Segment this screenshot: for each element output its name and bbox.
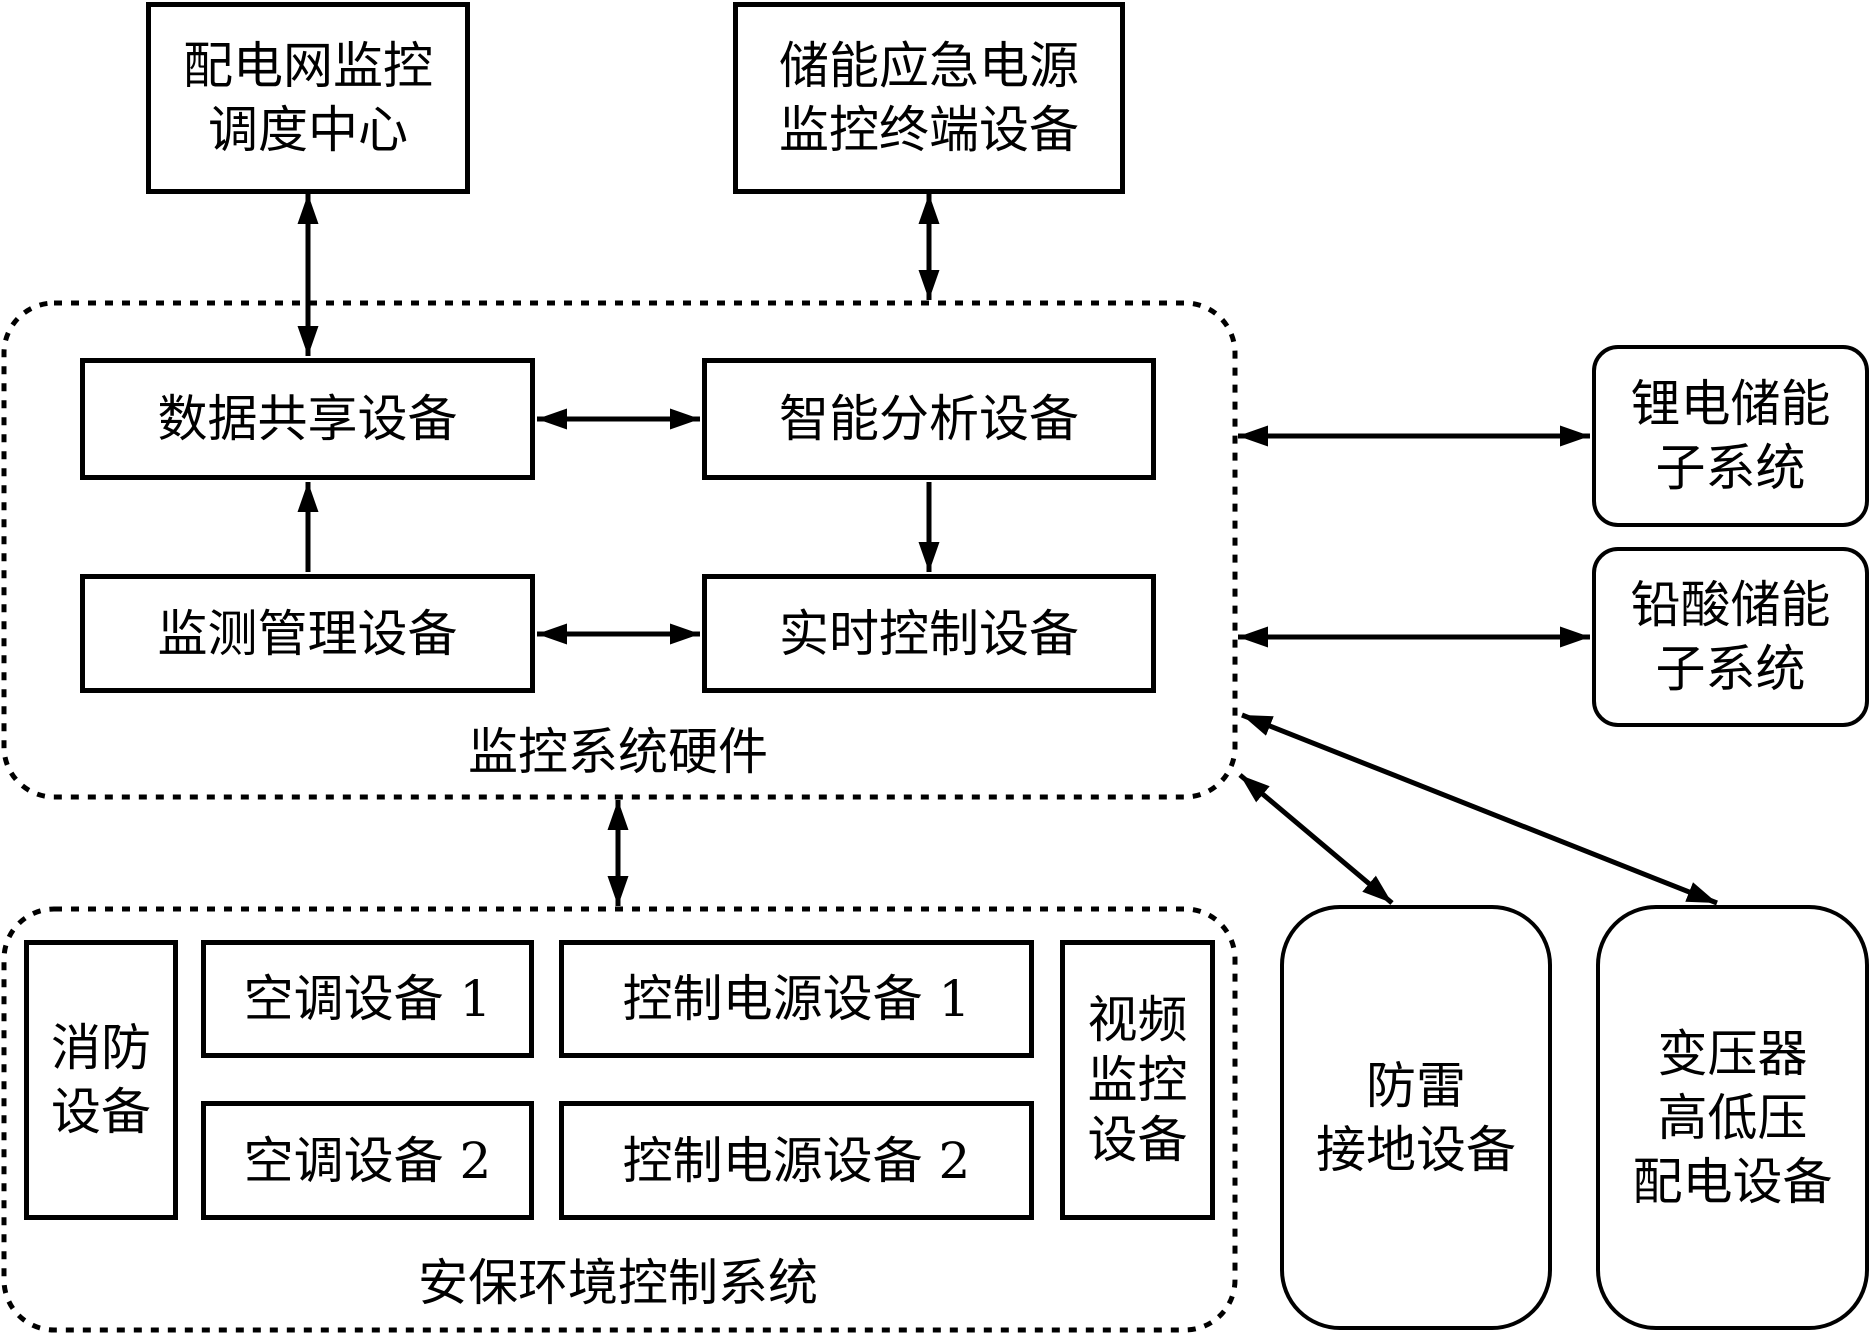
fire-device-box: 消防 设备	[24, 940, 178, 1220]
ac-device-1-label: 空调设备 1	[243, 970, 492, 1028]
fire-line-2: 设备	[51, 1083, 151, 1141]
lightning-line-1: 防雷	[1366, 1056, 1466, 1115]
leadacid-line-1: 铅酸储能	[1630, 576, 1831, 634]
lightning-grounding-box: 防雷 接地设备	[1280, 905, 1552, 1330]
dispatch-center-box: 配电网监控 调度中心	[146, 2, 470, 194]
realtime-control-label: 实时控制设备	[779, 604, 1079, 663]
video-monitor-box: 视频 监控 设备	[1060, 940, 1215, 1220]
lithium-line-2: 子系统	[1655, 439, 1806, 497]
terminal-device-box: 储能应急电源 监控终端设备	[733, 2, 1125, 194]
dispatch-center-line-2: 调度中心	[208, 101, 408, 159]
control-power-2-label: 控制电源设备 2	[622, 1131, 971, 1190]
lithium-subsystem-box: 锂电储能 子系统	[1592, 345, 1869, 527]
lightning-line-2: 接地设备	[1316, 1120, 1516, 1179]
ac-device-1-box: 空调设备 1	[201, 940, 534, 1058]
security-env-label: 安保环境控制系统	[418, 1254, 818, 1312]
leadacid-line-2: 子系统	[1655, 640, 1806, 698]
video-line-1: 视频	[1087, 991, 1188, 1049]
transformer-line-2: 高低压	[1657, 1088, 1808, 1147]
control-power-1-box: 控制电源设备 1	[559, 940, 1034, 1058]
video-line-3: 设备	[1087, 1111, 1188, 1169]
terminal-device-line-2: 监控终端设备	[779, 101, 1079, 159]
realtime-control-box: 实时控制设备	[702, 574, 1156, 693]
video-line-2: 监控	[1087, 1051, 1188, 1109]
leadacid-subsystem-box: 铅酸储能 子系统	[1592, 547, 1869, 727]
data-sharing-label: 数据共享设备	[157, 390, 458, 448]
arrow-hardware-lightning	[1238, 773, 1394, 905]
monitoring-management-label: 监测管理设备	[157, 604, 458, 663]
control-power-1-label: 控制电源设备 1	[622, 970, 971, 1028]
transformer-line-3: 配电设备	[1632, 1152, 1833, 1211]
intelligent-analysis-label: 智能分析设备	[779, 390, 1079, 448]
transformer-distribution-box: 变压器 高低压 配电设备	[1596, 905, 1869, 1330]
ac-device-2-box: 空调设备 2	[201, 1101, 534, 1220]
security-env-container	[1, 906, 1238, 1333]
dispatch-center-line-1: 配电网监控	[183, 37, 433, 95]
control-power-2-box: 控制电源设备 2	[559, 1101, 1034, 1220]
transformer-line-1: 变压器	[1657, 1024, 1808, 1083]
monitoring-hardware-label: 监控系统硬件	[468, 723, 768, 781]
lithium-line-1: 锂电储能	[1630, 375, 1831, 433]
data-sharing-box: 数据共享设备	[80, 358, 535, 480]
intelligent-analysis-box: 智能分析设备	[702, 358, 1156, 480]
monitoring-hardware-container	[1, 300, 1238, 800]
ac-device-2-label: 空调设备 2	[243, 1131, 492, 1190]
fire-line-1: 消防	[51, 1019, 151, 1077]
terminal-device-line-1: 储能应急电源	[779, 37, 1079, 95]
monitoring-management-box: 监测管理设备	[80, 574, 535, 693]
arrow-hardware-transformer	[1241, 712, 1718, 906]
